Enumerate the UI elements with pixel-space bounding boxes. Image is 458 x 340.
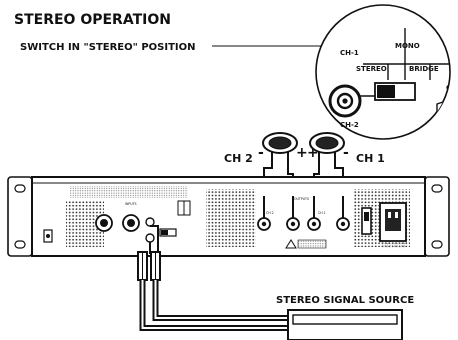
- inset-jack-core: [336, 92, 354, 110]
- stereo-signal-source: [287, 309, 403, 340]
- speaker-ch1-cone: [315, 136, 339, 150]
- binding-post-ch2-negative-core: [261, 221, 267, 227]
- inset-ch1-label: CH-1: [340, 49, 359, 57]
- warning-text-block: [297, 239, 327, 249]
- outputs-label: OUTPUTS: [294, 197, 309, 201]
- speaker-ch1: [309, 132, 345, 154]
- polarity-ch2-positive: +: [296, 145, 308, 161]
- speaker-ch2-label: CH 2: [224, 152, 253, 165]
- panel-ch1-label: CH 1: [318, 211, 326, 215]
- vent-grille-center: [206, 189, 256, 247]
- xlr-input-ch2-core: [100, 219, 108, 227]
- amplifier-rear-panel: INPUTS OUTPUTS CH 2 CH 1: [7, 176, 450, 257]
- switch-position-label: SWITCH IN "STEREO" POSITION: [20, 42, 196, 53]
- speaker-ch1-label: CH 1: [356, 152, 385, 165]
- rca-lead-ch1: [150, 225, 159, 254]
- cable-right-highlight: [154, 280, 290, 319]
- inset-stereo-label: STEREO: [356, 65, 387, 73]
- inset-mode-switch-lever: [377, 85, 395, 98]
- rca-cables: [137, 225, 290, 331]
- ac-rating-text: [381, 243, 405, 248]
- binding-post-ch2-positive-core: [290, 221, 296, 227]
- inset-ch2-label: CH-2: [340, 121, 359, 129]
- binding-post-ch1-positive-core: [311, 221, 317, 227]
- polarity-ch1-positive: +: [307, 145, 319, 161]
- inset-cut-label: CH: [446, 84, 457, 92]
- signal-source-slot: [292, 314, 398, 325]
- rca-input-ch1: [145, 217, 155, 227]
- inset-mono-label: MONO: [395, 42, 420, 50]
- panel-mode-switch-lever: [161, 230, 168, 235]
- switch-inset: CH CH-1 STEREO MONO BRIDGE CH-2: [315, 4, 457, 140]
- rack-hole-icon: [14, 184, 26, 193]
- ground-lift-switch-dot: [46, 234, 50, 238]
- cable-left-highlight: [141, 280, 290, 329]
- ac-inlet-pin: [395, 212, 398, 218]
- diagram-title: STEREO OPERATION: [14, 12, 171, 28]
- ac-inlet-socket: [385, 209, 401, 231]
- panel-ch2-label: CH 2: [266, 211, 274, 215]
- warning-icon: [285, 239, 297, 249]
- rack-hole-icon: [431, 184, 443, 193]
- speaker-ch2-cone: [268, 136, 292, 150]
- speaker-ch2: [262, 132, 298, 154]
- inset-jack-pin: [342, 98, 348, 104]
- rack-hole-icon: [431, 240, 443, 249]
- inset-bridge-label: BRIDGE: [409, 65, 439, 73]
- rca-input-ch2: [145, 233, 155, 243]
- power-switch-rocker: [364, 212, 369, 221]
- ac-inlet-pin: [388, 212, 391, 218]
- spec-text-block: [70, 186, 188, 198]
- xlr-input-ch1-core: [127, 219, 135, 227]
- inputs-label: INPUTS: [125, 202, 137, 206]
- polarity-ch2-negative: -: [258, 145, 264, 161]
- binding-post-ch1-negative-core: [340, 221, 346, 227]
- rack-hole-icon: [14, 240, 26, 249]
- cable-right: [152, 280, 290, 321]
- polarity-ch1-negative: -: [343, 145, 349, 161]
- signal-source-label: STEREO SIGNAL SOURCE: [276, 295, 414, 306]
- inset-input-jack: [328, 84, 362, 118]
